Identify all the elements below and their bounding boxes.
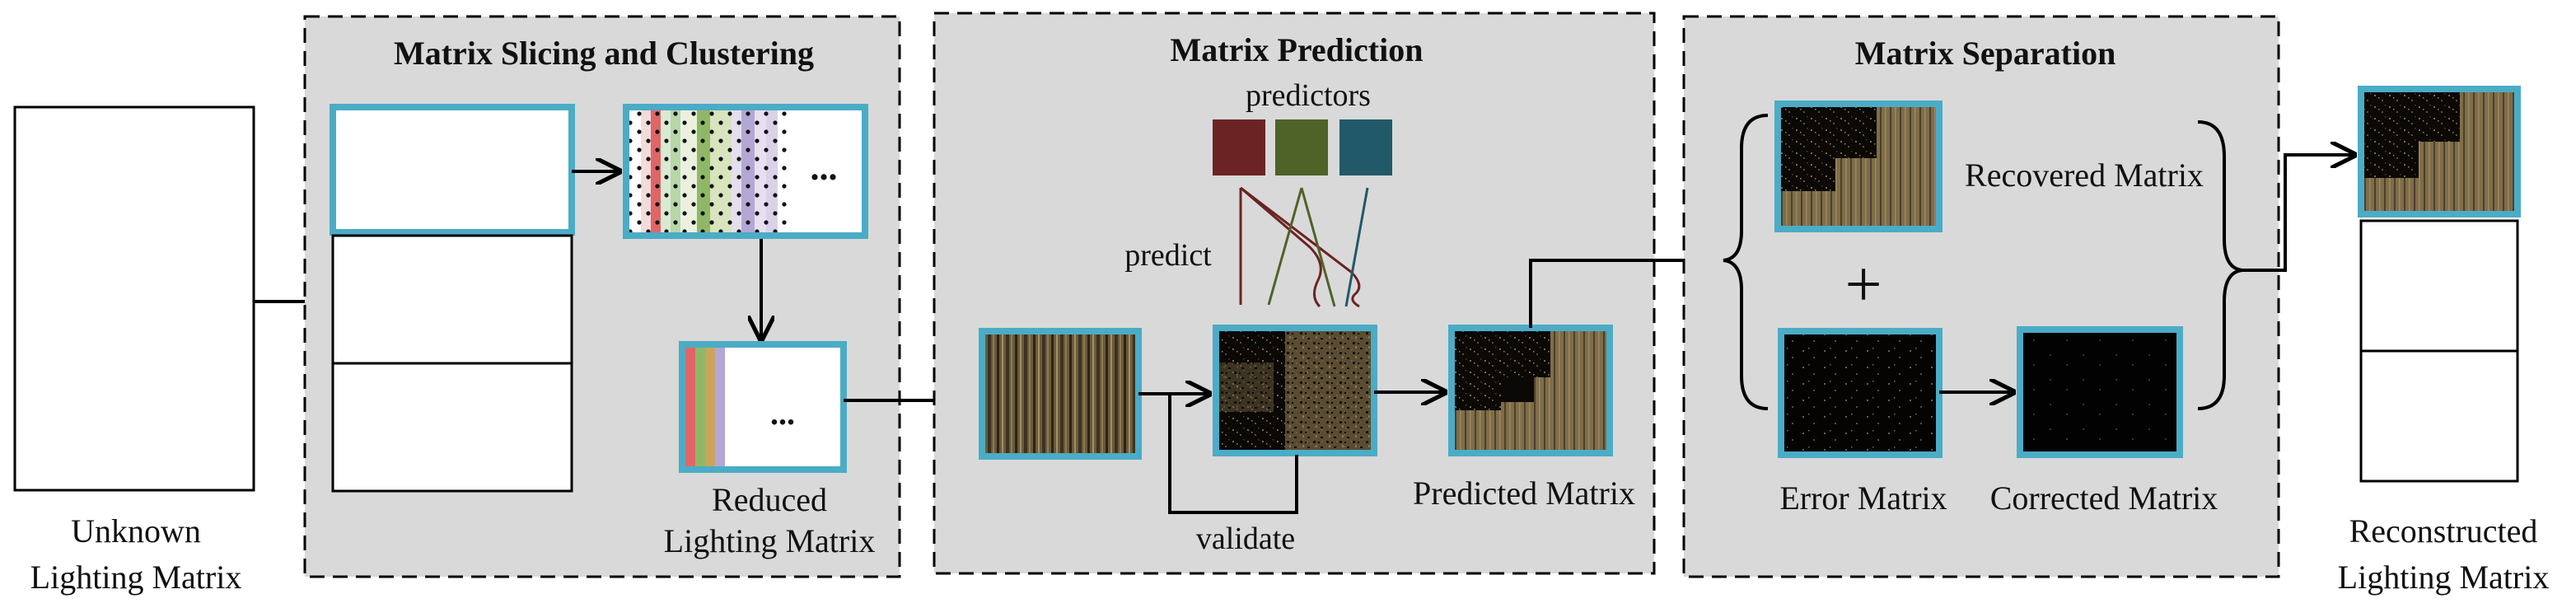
reconstructed-label-line2: Lighting Matrix [2338,559,2550,596]
reconstructed-label-line1: Reconstructed [2349,512,2538,550]
unknown-label-line1: Unknown [71,512,201,550]
prediction-input-matrix [979,328,1142,460]
matrix-slice-3 [331,362,573,493]
left-brace [1723,114,1769,410]
predicted-matrix-label: Predicted Matrix [1413,475,1635,512]
reconstructed-slice-3 [2359,349,2519,483]
unknown-matrix-box [13,105,255,492]
intermediate-prediction-matrix [1213,325,1377,456]
prediction-panel-title: Matrix Prediction [1171,31,1424,68]
prediction-panel [933,12,1656,575]
recovered-matrix [1774,101,1943,232]
validate-loop [1168,394,1298,514]
matrix-slice-2 [331,234,573,365]
matrix-slice-1 [330,104,575,236]
arrow-predicted-to-separation [1529,260,1727,328]
reconstructed-matrix-top [2358,86,2521,217]
validate-label: validate [1196,521,1295,556]
predicted-matrix [1448,325,1613,456]
predict-label: predict [1124,238,1212,273]
unknown-label-line2: Lighting Matrix [30,559,242,596]
corrected-matrix-label: Corrected Matrix [1990,479,2218,517]
reduced-matrix: ... [679,341,847,473]
reconstructed-slice-2 [2359,219,2519,353]
arrow-separation-to-reconstructed [2242,155,2354,272]
predictor-swatch-1 [1213,119,1265,175]
error-matrix-label: Error Matrix [1779,479,1947,517]
predictor-swatch-2 [1275,119,1328,175]
separation-panel-title: Matrix Separation [1855,35,2116,72]
reduced-label-line1: Reduced [712,481,827,518]
clusters-ellipsis: ... [811,147,838,188]
corrected-matrix [2017,326,2183,458]
error-matrix [1778,328,1943,458]
plus-sign: + [1844,249,1882,321]
reduced-label-line2: Lighting Matrix [664,522,876,559]
predictor-links [1239,186,1369,308]
predictor-swatch-3 [1339,119,1392,175]
recovered-matrix-label: Recovered Matrix [1965,157,2204,194]
predictors-label: predictors [1246,78,1371,113]
clustered-slice: ... [623,104,868,239]
reduced-ellipsis: ... [770,395,795,432]
slicing-panel-title: Matrix Slicing and Clustering [394,35,814,72]
